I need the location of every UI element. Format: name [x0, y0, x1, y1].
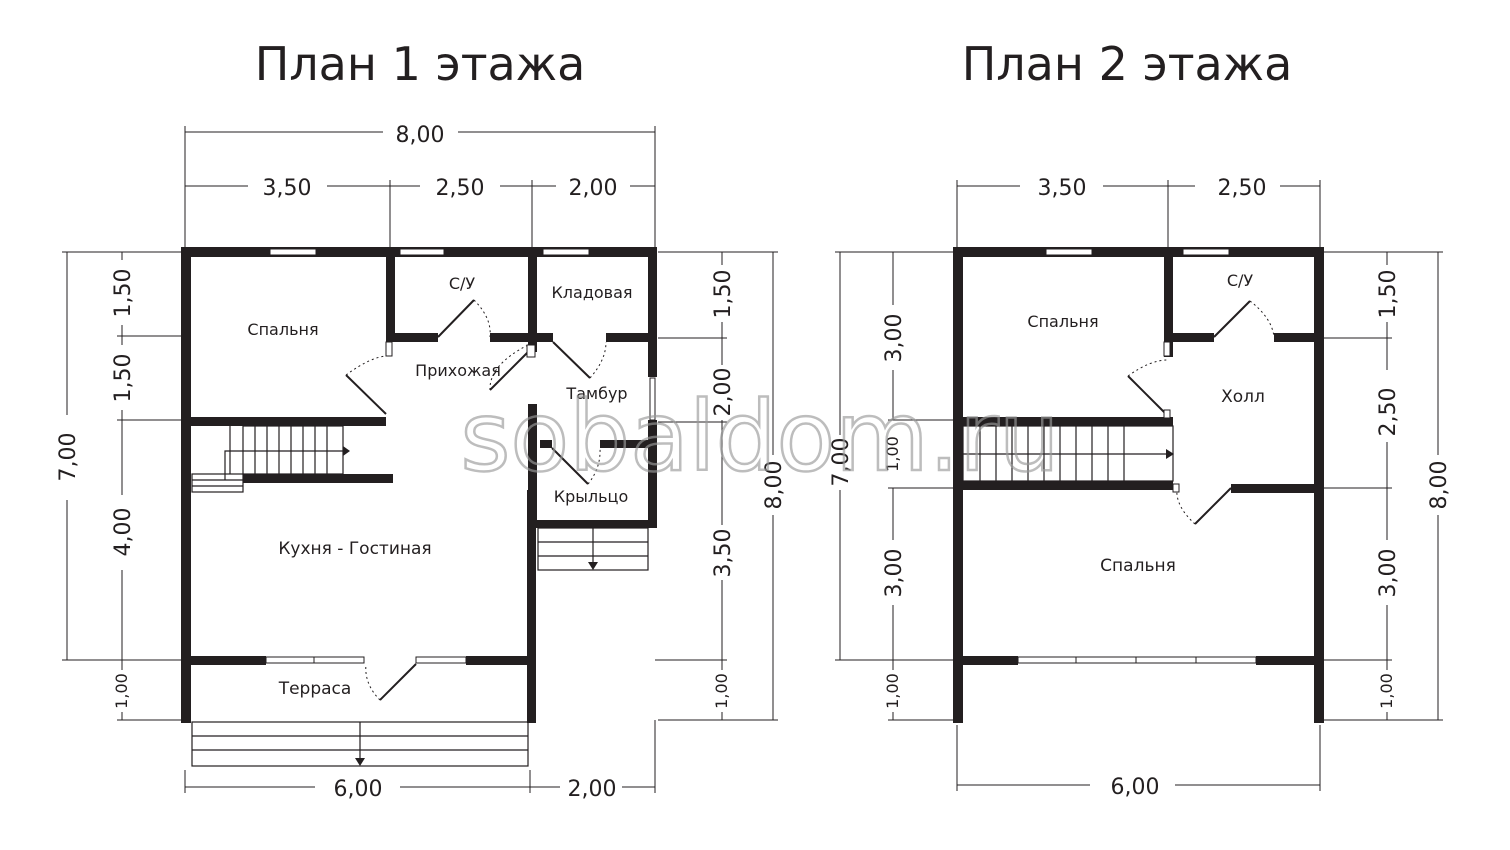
floor2-dim-left-total: 7,00 [829, 438, 854, 487]
floor1-plan: 8,00 3,50 2,50 2,00 6,00 2,00 7,00 1,50 … [56, 123, 787, 802]
floor1-dim-w1: 3,50 [263, 176, 312, 201]
floor2-dim-w1: 3,50 [1038, 176, 1087, 201]
floor1-dim-w3: 2,00 [569, 176, 618, 201]
floor1-room-vestibule: Тамбур [565, 384, 627, 403]
floor1-dim-right-total: 8,00 [762, 461, 787, 510]
floor2-dim-left-1: 3,00 [882, 314, 907, 363]
floor1-dim-left-4: 1,00 [112, 673, 131, 709]
floor1-dimension-lines [62, 126, 778, 793]
floor1-dim-total-width: 8,00 [396, 123, 445, 148]
floor1-dim-left-3: 4,00 [111, 508, 136, 557]
floor1-dim-right-3: 3,50 [711, 529, 736, 578]
floor1-dim-w2: 2,50 [436, 176, 485, 201]
floor1-dim-bottom-porch: 2,00 [568, 777, 617, 802]
floor1-dim-left-total: 7,00 [56, 433, 81, 482]
floor2-plan: 3,50 2,50 6,00 7,00 3,00 1,00 3,00 1,00 … [829, 176, 1452, 800]
floor1-room-bathroom: С/У [449, 274, 476, 293]
floor1-stairs [191, 425, 350, 493]
floor2-dim-right-3: 3,00 [1376, 549, 1401, 598]
floor2-dim-right-1: 1,50 [1376, 270, 1401, 319]
floor2-room-bedroom-bottom: Спальня [1100, 556, 1176, 576]
floor2-dim-left-4: 1,00 [883, 673, 902, 709]
floor2-dim-left-2: 1,00 [883, 436, 902, 472]
watermark: sobaldom.ru [460, 381, 1059, 493]
floor2-walls [953, 247, 1324, 723]
floor2-windows [1017, 248, 1257, 664]
floor1-doors [345, 299, 607, 701]
floor1-porch-steps [537, 527, 649, 571]
floor1-room-kitchen: Кухня - Гостиная [278, 539, 431, 559]
floor2-doors [1127, 300, 1275, 525]
floor2-room-bathroom: С/У [1227, 271, 1254, 290]
floor2-dim-right-4: 1,00 [1377, 673, 1396, 709]
floor2-dim-bottom: 6,00 [1111, 775, 1160, 800]
floor2-stairs [962, 425, 1174, 482]
floor1-title: План 1 этажа [255, 37, 586, 91]
floor1-room-hallway: Прихожая [415, 361, 501, 380]
floor1-room-terrace: Терраса [278, 679, 352, 699]
floor1-dim-right-4: 1,00 [712, 673, 731, 709]
floor2-dim-right-2: 2,50 [1376, 388, 1401, 437]
floor1-dim-bottom-main: 6,00 [334, 777, 383, 802]
floor2-dim-right-total: 8,00 [1427, 461, 1452, 510]
floor1-windows [265, 248, 656, 664]
floor1-dim-right-2: 2,00 [711, 368, 736, 417]
floor2-title: План 2 этажа [962, 37, 1293, 91]
floor2-dimension-lines [835, 180, 1443, 791]
floor1-terrace-steps [191, 721, 529, 767]
floor1-dim-left-2: 1,50 [111, 354, 136, 403]
floor2-room-hall: Холл [1221, 387, 1265, 407]
floor1-room-storage: Кладовая [551, 283, 632, 302]
floor2-room-bedroom-top: Спальня [1027, 312, 1098, 331]
floor1-room-porch: Крыльцо [554, 487, 628, 506]
floor2-dim-w2: 2,50 [1218, 176, 1267, 201]
floor1-dim-right-1: 1,50 [711, 270, 736, 319]
floor2-dim-left-3: 3,00 [882, 549, 907, 598]
floor1-room-bedroom: Спальня [247, 320, 318, 339]
floor1-dim-left-1: 1,50 [111, 269, 136, 318]
